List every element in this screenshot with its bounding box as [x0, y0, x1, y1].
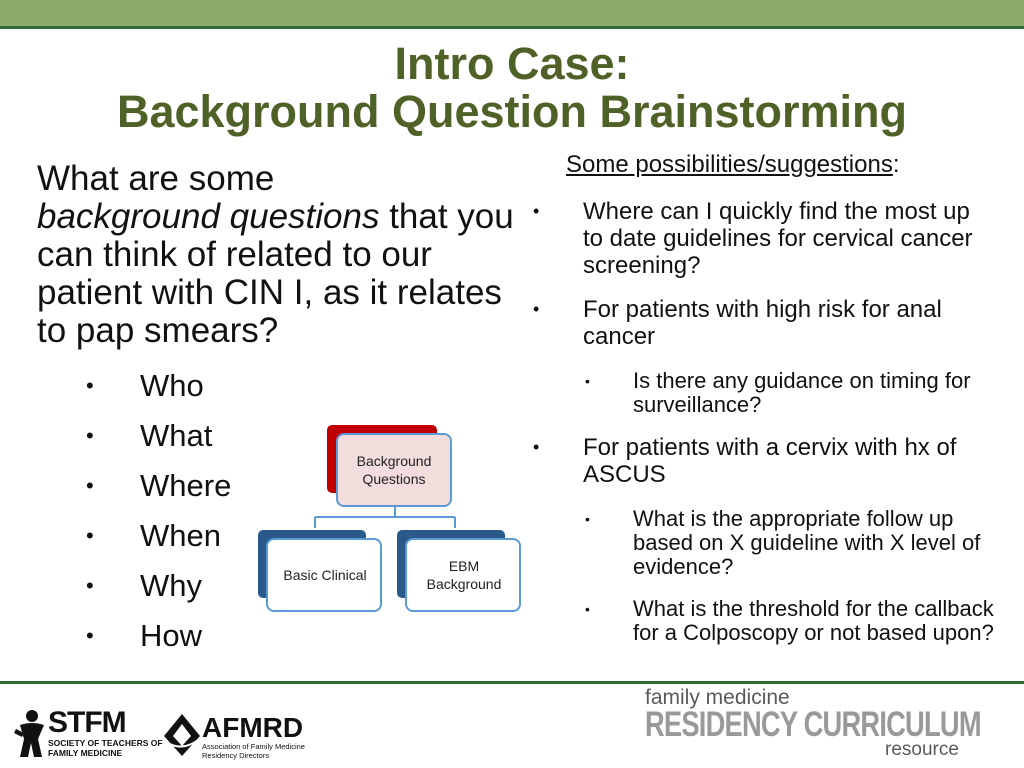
- suggestion-subbullet: • What is the appropriate follow up base…: [585, 506, 981, 579]
- suggestion-bullet: • For patients with high risk for anal c…: [533, 296, 942, 350]
- bullet-dot: •: [86, 423, 94, 448]
- bullet-dot: •: [86, 523, 94, 548]
- child1-node-label: Basic Clinical: [283, 567, 367, 583]
- afmrd-diamond-icon: [164, 714, 200, 756]
- list-item: •Where: [80, 466, 231, 516]
- list-item: •Who: [80, 366, 231, 416]
- suggestion-bullet: • Where can I quickly find the most up t…: [533, 198, 973, 279]
- bullet-dot: •: [585, 601, 590, 617]
- question-part-2: that you can think of related to our pat…: [37, 197, 514, 350]
- afmrd-logo: AFMRD Association of Family Medicine Res…: [162, 712, 305, 760]
- bullet-dot: •: [86, 473, 94, 498]
- w-question-list: •Who •What •Where •When •Why •How: [80, 366, 231, 666]
- question-italic: background questions: [37, 197, 380, 236]
- list-item: •How: [80, 616, 231, 666]
- fm-logo-line-1: family medicine: [645, 686, 790, 709]
- bullet-dot: •: [585, 511, 590, 527]
- background-questions-diagram: Background Questions Basic Clinical EBM …: [255, 420, 530, 625]
- suggestion-bullet: • For patients with a cervix with hx of …: [533, 434, 957, 488]
- title-line-2: Background Question Brainstorming: [116, 86, 908, 137]
- bullet-dot: •: [86, 573, 94, 598]
- afmrd-subtitle: Association of Family Medicine Residency…: [202, 742, 305, 760]
- question-part-1: What are some: [37, 159, 275, 198]
- root-node-label: Background Questions: [356, 453, 432, 487]
- bullet-dot: •: [585, 373, 590, 389]
- fm-logo-line-2: RESIDENCY CURRICULUM: [645, 705, 982, 744]
- slide-title: Intro Case: Background Question Brainsto…: [0, 40, 1024, 136]
- bullet-dot: •: [533, 201, 540, 221]
- diagram-svg: [258, 425, 521, 612]
- bottom-divider: [0, 681, 1024, 684]
- stfm-wordmark: STFM: [48, 706, 127, 739]
- bullet-dot: •: [533, 437, 540, 457]
- fm-logo-line-3: resource: [885, 739, 959, 760]
- suggestion-subbullet: • Is there any guidance on timing for su…: [585, 368, 971, 417]
- bullet-dot: •: [86, 373, 94, 398]
- title-line-1: Intro Case:: [394, 38, 630, 89]
- list-item: •Why: [80, 566, 231, 616]
- afmrd-wordmark: AFMRD: [202, 712, 304, 743]
- left-question: What are some background questions that …: [37, 160, 517, 350]
- stfm-subtitle: SOCIETY OF TEACHERS OF FAMILY MEDICINE: [48, 738, 163, 758]
- child2-node-label: EBM Background: [426, 558, 502, 592]
- list-item: •What: [80, 416, 231, 466]
- suggestions-heading: Some possibilities/suggestions:: [566, 151, 900, 178]
- bullet-dot: •: [533, 299, 540, 319]
- list-item: •When: [80, 516, 231, 566]
- suggestion-subbullet: • What is the threshold for the callback…: [585, 596, 994, 645]
- top-color-band: [0, 0, 1024, 26]
- stfm-figure-icon: [14, 710, 44, 757]
- child2-node: [405, 538, 521, 612]
- bullet-dot: •: [86, 623, 94, 648]
- top-divider: [0, 26, 1024, 29]
- stfm-logo: STFM SOCIETY OF TEACHERS OF FAMILY MEDIC…: [14, 706, 163, 759]
- child1-node: [266, 538, 382, 612]
- root-node: [336, 433, 452, 507]
